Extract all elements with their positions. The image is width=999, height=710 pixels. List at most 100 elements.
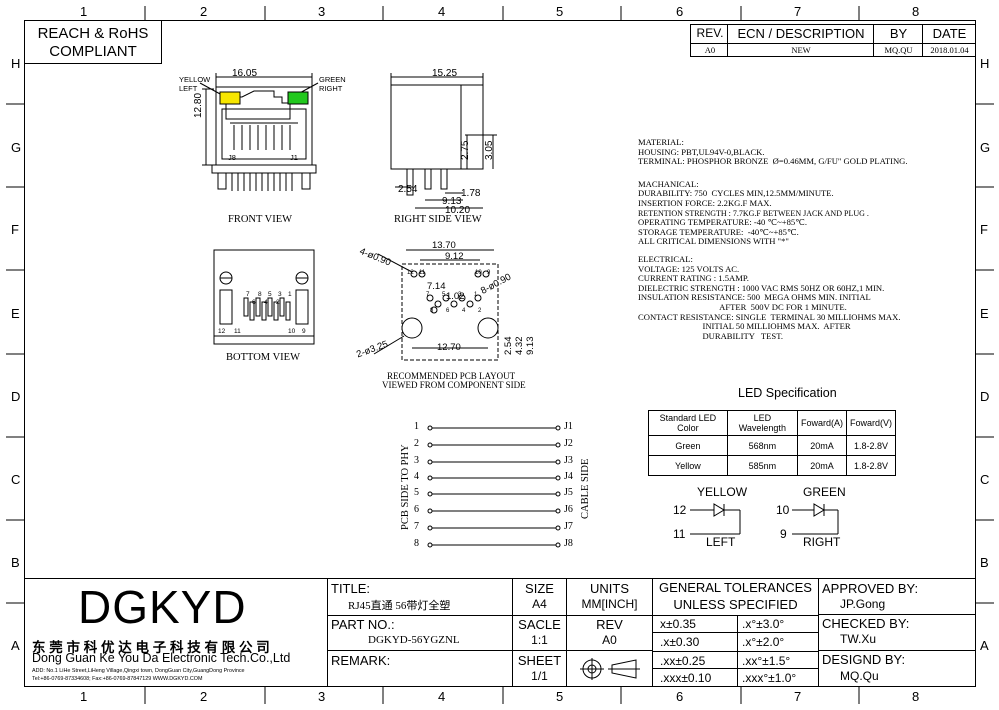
rev-cell-by: MQ.QU xyxy=(884,45,913,55)
side-dim-width: 15.25 xyxy=(432,68,458,79)
tolerance-linear: x±0.35 xyxy=(660,617,696,631)
pcb-pin: 2 xyxy=(478,308,482,314)
approved-label: APPROVED BY: xyxy=(822,581,919,596)
title-label: TITLE: xyxy=(331,581,371,596)
grid-row-left: E xyxy=(11,306,20,321)
grid-row-left: C xyxy=(11,472,21,487)
spec-line: DURABILITY: 750 CYCLES MIN,12.5MM/MINUTE… xyxy=(638,188,834,199)
led-yellow-side: LEFT xyxy=(706,535,736,549)
pcb-pin: 9 xyxy=(487,270,491,276)
table-cell: 568nm xyxy=(726,435,798,456)
wiring-left-pin: 2 xyxy=(414,438,419,449)
grid-col-top: 8 xyxy=(912,4,920,19)
table-cell: 585nm xyxy=(726,455,798,476)
grid-col-top: 7 xyxy=(794,4,802,19)
led-left-label: LEFT xyxy=(179,84,198,93)
led-green-title: GREEN xyxy=(803,485,846,499)
company-name-cn: 东 莞 市 科 优 达 电 子 科 技 有 限 公 司 xyxy=(32,640,270,655)
pcb-dim: 4.32 xyxy=(514,336,525,356)
wiring-right-pin: J2 xyxy=(564,438,573,449)
table-row: Standard LED Color LED Wavelength Foward… xyxy=(648,410,897,436)
bottom-pin: 10 xyxy=(288,328,296,335)
led-green-pin-k: 9 xyxy=(780,527,787,541)
spec-line: RETENTION STRENGTH : 7.7KG.F BETWEEN JAC… xyxy=(638,208,869,218)
spec-line: HOUSING: PBT,UL94V-0,BLACK. xyxy=(638,146,765,157)
grid-col-top: 1 xyxy=(80,4,88,19)
table-row: Green 568nm 20mA 1.8-2.8V xyxy=(648,435,897,456)
wiring-left-pin: 8 xyxy=(414,538,419,549)
side-dim-5: 1.78 xyxy=(461,188,481,199)
wiring-right-pin: J8 xyxy=(564,538,573,549)
grid-row-right: C xyxy=(980,472,990,487)
spec-line: MATERIAL: xyxy=(638,137,684,147)
diode-symbols xyxy=(690,503,839,535)
tolerance-angular: .x°±3.0° xyxy=(742,617,785,631)
wiring-left-pin: 3 xyxy=(414,455,419,466)
side-dim-2: 2.75 xyxy=(460,140,471,160)
part-no-value: DGKYD-56YGZNL xyxy=(368,634,460,646)
compliance-line2: COMPLIANT xyxy=(49,43,137,60)
grid-col-bottom: 6 xyxy=(676,689,684,704)
grid-col-bottom: 1 xyxy=(80,689,88,704)
designed-label: DESIGND BY: xyxy=(822,652,906,667)
table-header: Standard LED Color xyxy=(648,410,728,436)
bottom-pin: 7 xyxy=(246,291,250,298)
spec-line: DIELECTRIC STRENGTH : 1000 VAC RMS 50HZ … xyxy=(638,282,885,293)
front-width-dim: 16.05 xyxy=(232,68,258,79)
grid-col-top: 4 xyxy=(438,4,446,19)
side-dim-7: 10.20 xyxy=(445,205,471,216)
grid-row-left: F xyxy=(11,222,19,237)
table-cell: 20mA xyxy=(796,435,847,456)
wiring-right-pin: J1 xyxy=(564,421,573,432)
tolerance-title-1: GENERAL TOLERANCES xyxy=(659,580,812,595)
company-name-en: Dong Guan Ke You Da Electronic Tech.Co.,… xyxy=(32,651,291,665)
rev-cell-date: 2018.01.04 xyxy=(930,45,969,55)
size-value: A4 xyxy=(532,597,547,611)
pcb-dim: 13.70 xyxy=(432,240,456,251)
spec-line: ELECTRICAL: xyxy=(638,253,693,264)
grid-row-right: F xyxy=(980,222,988,237)
front-j8-label: J8 xyxy=(228,153,236,162)
title-value: RJ45直通 56带灯全塑 xyxy=(348,600,451,612)
rev-header-date: DATE xyxy=(932,26,967,41)
pcb-pin: 5 xyxy=(442,292,446,298)
scale-value: 1:1 xyxy=(531,633,548,647)
spec-line: INSERTION FORCE: 2.2KG.F MAX. xyxy=(638,197,772,208)
tolerance-angular: .xx°±1.5° xyxy=(742,654,791,668)
wiring-right-pin: J7 xyxy=(564,521,573,532)
led-yellow-label: YELLOW xyxy=(179,75,211,84)
spec-line: OPERATING TEMPERATURE: -40 ℃~+85℃. xyxy=(638,217,808,228)
remark-label: REMARK: xyxy=(331,653,391,668)
grid-row-left: H xyxy=(11,56,21,71)
bottom-view-drawing xyxy=(213,249,315,345)
bottom-view-label: BOTTOM VIEW xyxy=(226,352,300,363)
grid-row-right: B xyxy=(980,555,989,570)
pcb-label-2: VIEWED FROM COMPONENT SIDE xyxy=(382,380,526,390)
table-header: LED Wavelength xyxy=(726,410,798,436)
tolerance-linear: .xx±0.25 xyxy=(660,654,706,668)
bottom-pin: 1 xyxy=(288,291,292,298)
grid-row-right: G xyxy=(980,140,991,155)
front-j1-label: J1 xyxy=(290,153,298,162)
bottom-pin: 6 xyxy=(252,299,256,306)
grid-row-right: E xyxy=(980,306,989,321)
pcb-pin: 4 xyxy=(462,308,466,314)
units-label: UNITS xyxy=(590,581,629,596)
rev-header-rev: REV. xyxy=(696,26,724,40)
bottom-pin: 8 xyxy=(258,291,262,298)
wiring-right-label: CABLE SIDE xyxy=(580,458,591,519)
scale-label: SACLE xyxy=(518,617,561,632)
led-spec-title: LED Specification xyxy=(738,386,837,400)
pcb-pin: 1 xyxy=(474,292,478,298)
table-header: Foward(A) xyxy=(796,410,847,436)
spec-line: CURRENT RATING : 1.5AMP. xyxy=(638,273,749,284)
designed-value: MQ.Qu xyxy=(840,669,879,683)
table-cell: 1.8-2.8V xyxy=(845,455,897,476)
approved-value: JP.Gong xyxy=(840,597,886,611)
spec-line: MACHANICAL: xyxy=(638,178,699,189)
bottom-pin: 11 xyxy=(234,328,241,335)
grid-row-right: A xyxy=(980,638,989,653)
tolerance-angular: .xxx°±1.0° xyxy=(742,671,797,685)
grid-col-top: 2 xyxy=(200,4,208,19)
